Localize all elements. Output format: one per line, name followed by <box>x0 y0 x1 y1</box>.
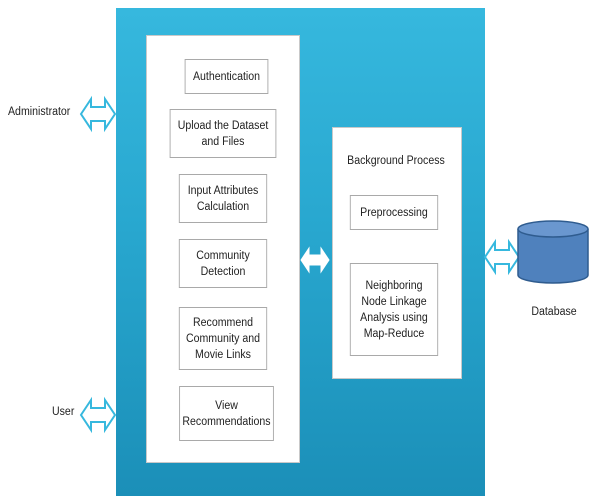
module-recommend-links: Recommend Community and Movie Links <box>178 307 268 370</box>
database-arrow-icon <box>483 238 521 276</box>
module-upload-dataset: Upload the Dataset and Files <box>169 109 277 158</box>
module-view-recommendations: View Recommendations <box>179 386 274 441</box>
user-label: User <box>52 406 75 418</box>
background-process-title: Background Process <box>347 155 445 167</box>
module-authentication: Authentication <box>184 59 269 94</box>
database-icon <box>517 220 589 284</box>
administrator-label: Administrator <box>8 106 71 118</box>
internal-arrow-icon <box>300 246 330 274</box>
step-neighboring-linkage: Neighboring Node Linkage Analysis using … <box>349 263 439 356</box>
step-preprocessing: Preprocessing <box>349 195 439 230</box>
database-label: Database <box>531 306 577 318</box>
module-input-attributes: Input Attributes Calculation <box>178 174 268 223</box>
administrator-arrow-icon <box>79 95 117 133</box>
module-community-detection: Community Detection <box>178 239 268 288</box>
user-arrow-icon <box>79 396 117 434</box>
